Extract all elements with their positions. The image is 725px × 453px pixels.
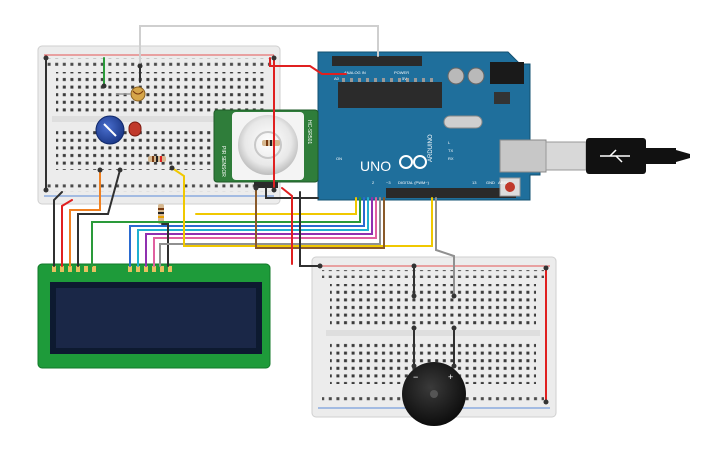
resistor bbox=[148, 156, 166, 162]
lcd-display bbox=[37, 263, 271, 369]
atmega-chip bbox=[338, 82, 442, 108]
tx-led-label: TX bbox=[448, 148, 453, 153]
pir-pins bbox=[254, 182, 278, 188]
wire-black bbox=[161, 223, 169, 267]
wire-yellow bbox=[195, 197, 357, 215]
wire-white bbox=[139, 25, 379, 67]
wire-gray bbox=[435, 197, 455, 297]
arduino-logo-icon bbox=[399, 155, 427, 169]
wire-endpoints bbox=[43, 55, 549, 405]
wire-orange bbox=[69, 169, 101, 267]
arduino-model: UNO bbox=[360, 158, 391, 174]
wire-black bbox=[77, 169, 121, 267]
pin-2-label: 2 bbox=[372, 180, 375, 185]
header-analog-power bbox=[332, 56, 422, 66]
pir-label-right: HC-SR501 bbox=[306, 120, 312, 144]
arduino-uno: UNO ARDUINO DIGITAL (PWM~) ANALOG IN POW… bbox=[317, 51, 547, 201]
potentiometer bbox=[95, 115, 125, 145]
pin-3-label: ~3 bbox=[386, 180, 391, 185]
photoresistor bbox=[116, 86, 146, 102]
resistor bbox=[158, 204, 164, 224]
wire-yellow bbox=[171, 167, 433, 247]
buzzer-minus-label: − bbox=[413, 372, 418, 382]
digital-header-label: DIGITAL (PWM~) bbox=[398, 180, 430, 185]
arduino-brand: ARDUINO bbox=[428, 134, 434, 162]
crystal bbox=[443, 115, 483, 129]
wire-pink bbox=[153, 197, 377, 267]
buzzer-plus-label: + bbox=[448, 372, 453, 382]
rx-led-label: RX bbox=[448, 156, 454, 161]
piezo-buzzer: − + bbox=[402, 362, 466, 426]
usb-port bbox=[499, 139, 547, 173]
on-led-label: ON bbox=[336, 156, 342, 161]
power-header-label: POWER bbox=[394, 70, 409, 75]
capacitor bbox=[467, 67, 485, 85]
pin-13-label: 13 bbox=[472, 180, 477, 185]
analog-header-label: ANALOG IN bbox=[344, 70, 366, 75]
wires bbox=[45, 25, 547, 403]
usb-cable bbox=[545, 138, 690, 174]
wire-cyan bbox=[137, 197, 369, 267]
wire-red bbox=[281, 187, 293, 265]
wire-gray bbox=[159, 197, 381, 267]
pir-sensor: PIR SENSOR HC-SR501 bbox=[213, 109, 319, 188]
l-led-label: L bbox=[448, 140, 451, 145]
red-led bbox=[128, 121, 142, 137]
wire-black bbox=[53, 191, 63, 267]
wire-red bbox=[269, 57, 347, 75]
capacitor bbox=[447, 67, 465, 85]
aref-label: AREF bbox=[498, 180, 509, 185]
gnd-label: GND bbox=[486, 180, 495, 185]
wire-red bbox=[61, 199, 73, 267]
lcd-pins bbox=[52, 266, 172, 272]
wire-blue bbox=[129, 197, 365, 267]
regulator bbox=[494, 92, 510, 104]
5v-label: 5V bbox=[402, 76, 407, 81]
pir-label-left: PIR SENSOR bbox=[220, 146, 226, 177]
header-digital bbox=[386, 188, 516, 198]
wire-green bbox=[91, 197, 361, 267]
resistor bbox=[262, 140, 280, 146]
lcd-screen bbox=[56, 288, 256, 348]
reset-button bbox=[505, 182, 515, 192]
pin-a0-label: A0 bbox=[334, 76, 340, 81]
wire-brown bbox=[255, 187, 385, 249]
wire-purple bbox=[145, 197, 373, 267]
usb-icon bbox=[600, 149, 630, 163]
wire-black bbox=[299, 191, 321, 267]
power-jack bbox=[490, 62, 524, 84]
